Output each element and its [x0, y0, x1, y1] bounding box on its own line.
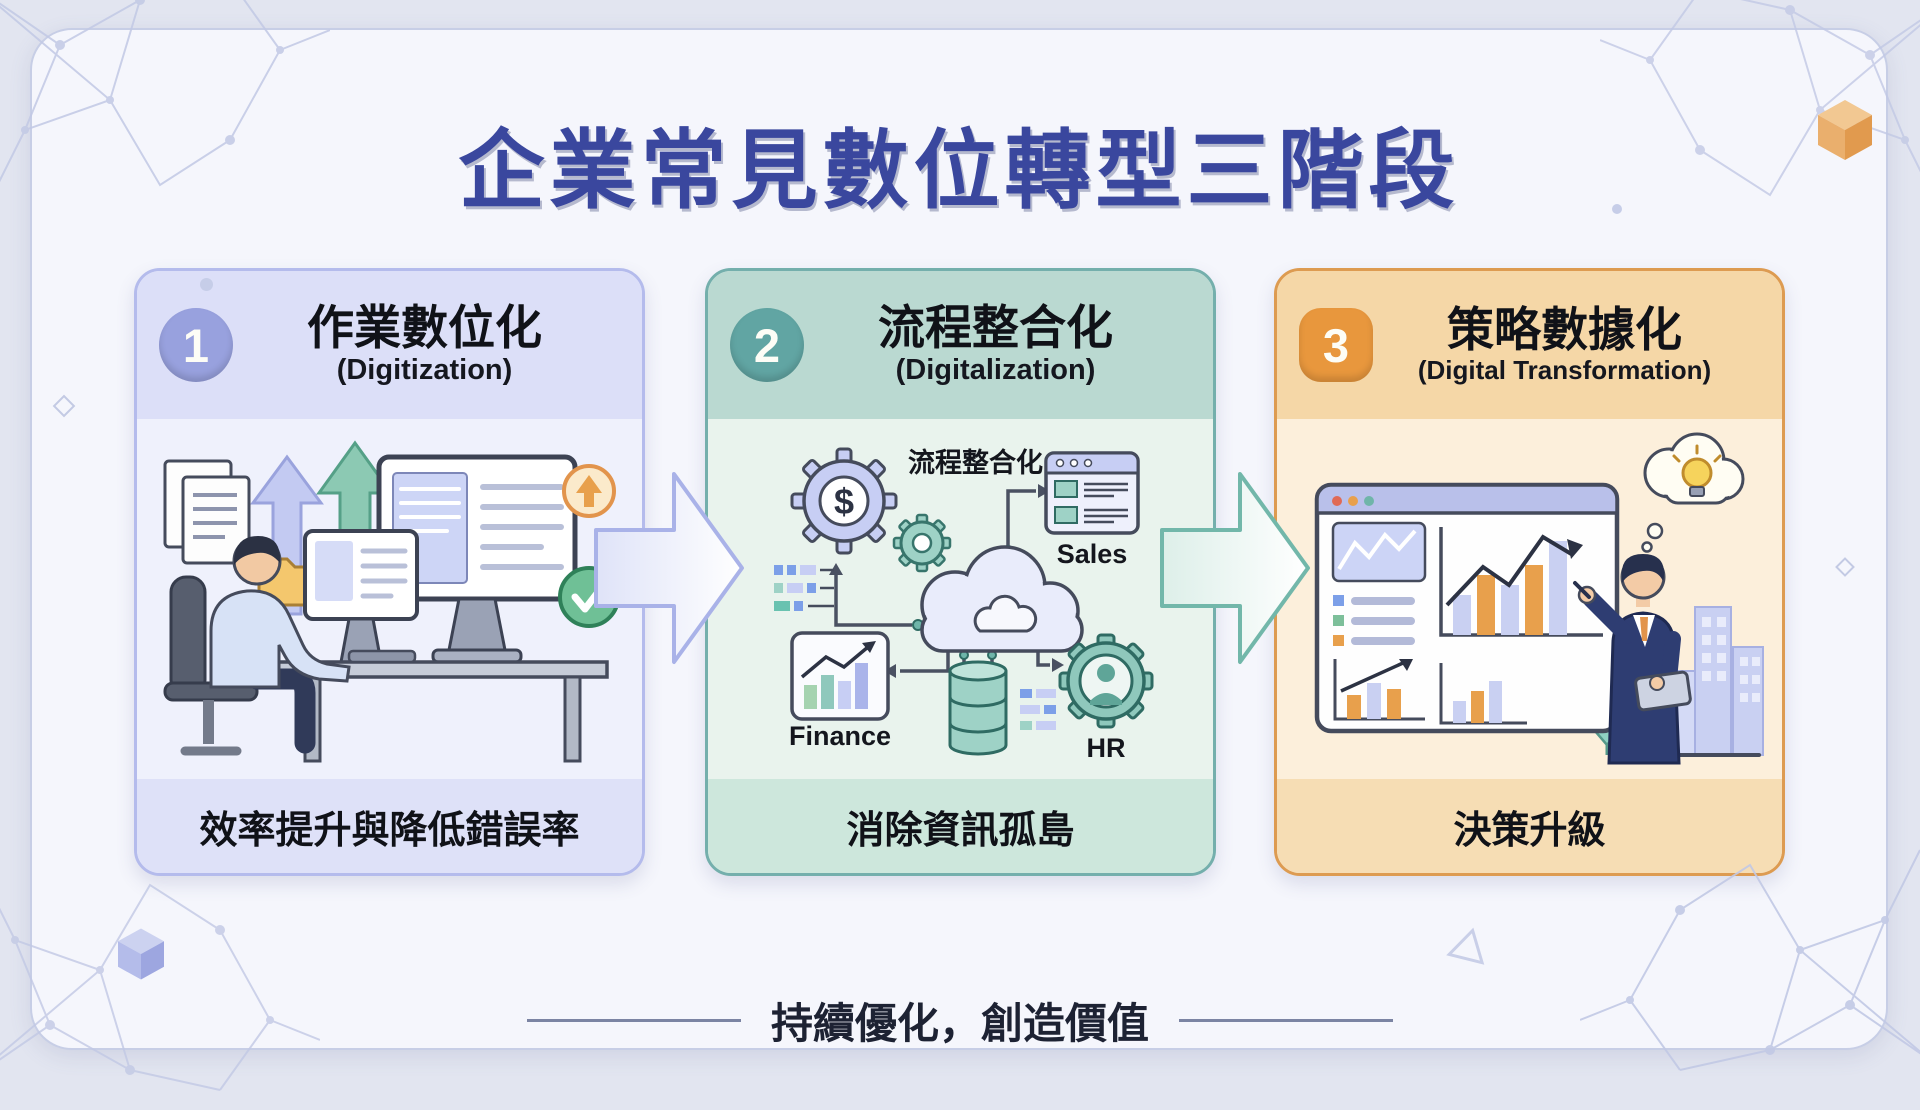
sales-label: Sales [1056, 539, 1128, 569]
small-gear-icon [892, 513, 952, 573]
main-panel: 企業常見數位轉型三階段 1 作業數位化 (Digitization) [30, 28, 1888, 1050]
currency-symbol: $ [834, 481, 854, 522]
cloud-icon [920, 545, 1084, 653]
stage1-number-badge: 1 [159, 308, 233, 382]
finance-label: Finance [788, 721, 892, 751]
integration-diagram: $ [774, 447, 1154, 756]
divider-line-left [526, 1019, 741, 1022]
stage-card-digital-transformation: 3 策略數據化 (Digital Transformation) [1274, 268, 1785, 876]
stage-card-digitalization: 2 流程整合化 (Digitalization) [705, 268, 1216, 876]
closing-tagline: 持續優化，創造價值 [0, 990, 1920, 1051]
businessman-illustration [1573, 554, 1692, 765]
stage2-title: 流程整合化 [878, 301, 1113, 355]
stage1-title: 作業數位化 [307, 301, 542, 355]
stage-card-digitization: 1 作業數位化 (Digitization) [134, 268, 645, 876]
stage1-header: 1 作業數位化 (Digitization) [137, 271, 642, 419]
paper-documents-icon [163, 459, 251, 565]
stage3-title: 策略數據化 [1447, 303, 1682, 357]
stage1-illustration [137, 419, 642, 779]
person-at-desk [163, 536, 351, 756]
stage3-number-badge: 3 [1299, 308, 1373, 382]
divider-line-right [1179, 1019, 1393, 1022]
secondary-monitor-icon [303, 529, 419, 664]
hr-label: HR [1086, 733, 1126, 763]
stage1-caption: 效率提升與降低錯誤率 [137, 779, 642, 873]
idea-bubble-icon [1641, 432, 1745, 553]
tagline-text: 持續優化，創造價值 [770, 1000, 1149, 1047]
page-title: 企業常見數位轉型三階段 [458, 123, 1460, 219]
stage1-subtitle: (Digitization) [336, 354, 513, 387]
stage2-header: 2 流程整合化 (Digitalization) [708, 271, 1213, 419]
data-rows-icon [1020, 689, 1056, 730]
stage3-caption: 決策升級 [1277, 779, 1782, 873]
lightbulb-icon [1672, 444, 1722, 497]
stage3-illustration [1277, 419, 1782, 779]
keyboard-icon [347, 649, 417, 664]
hr-gear-icon [1058, 633, 1154, 729]
stage2-subtitle: (Digitalization) [895, 354, 1096, 387]
analytics-scene [1314, 432, 1764, 765]
finance-chart-icon [790, 631, 890, 721]
stage2-number-badge: 2 [730, 308, 804, 382]
finance-gear-icon: $ [790, 447, 898, 555]
upgrade-badge-icon [562, 464, 616, 518]
sales-window-icon [1044, 451, 1140, 535]
integration-label: 流程整合化 [908, 448, 1043, 478]
digitization-scene [163, 440, 620, 763]
stage2-illustration: $ [708, 419, 1213, 779]
database-icon [948, 660, 1008, 756]
data-list-icons [774, 565, 834, 611]
stage2-caption: 消除資訊孤島 [708, 779, 1213, 873]
arrow-stage1-to-stage2 [594, 472, 744, 664]
dashboard-icon [1314, 482, 1620, 734]
stage3-subtitle: (Digital Transformation) [1417, 354, 1712, 385]
stage3-header: 3 策略數據化 (Digital Transformation) [1277, 271, 1782, 419]
connector-arrowheads [829, 484, 1064, 678]
arrow-stage2-to-stage3 [1160, 472, 1310, 664]
